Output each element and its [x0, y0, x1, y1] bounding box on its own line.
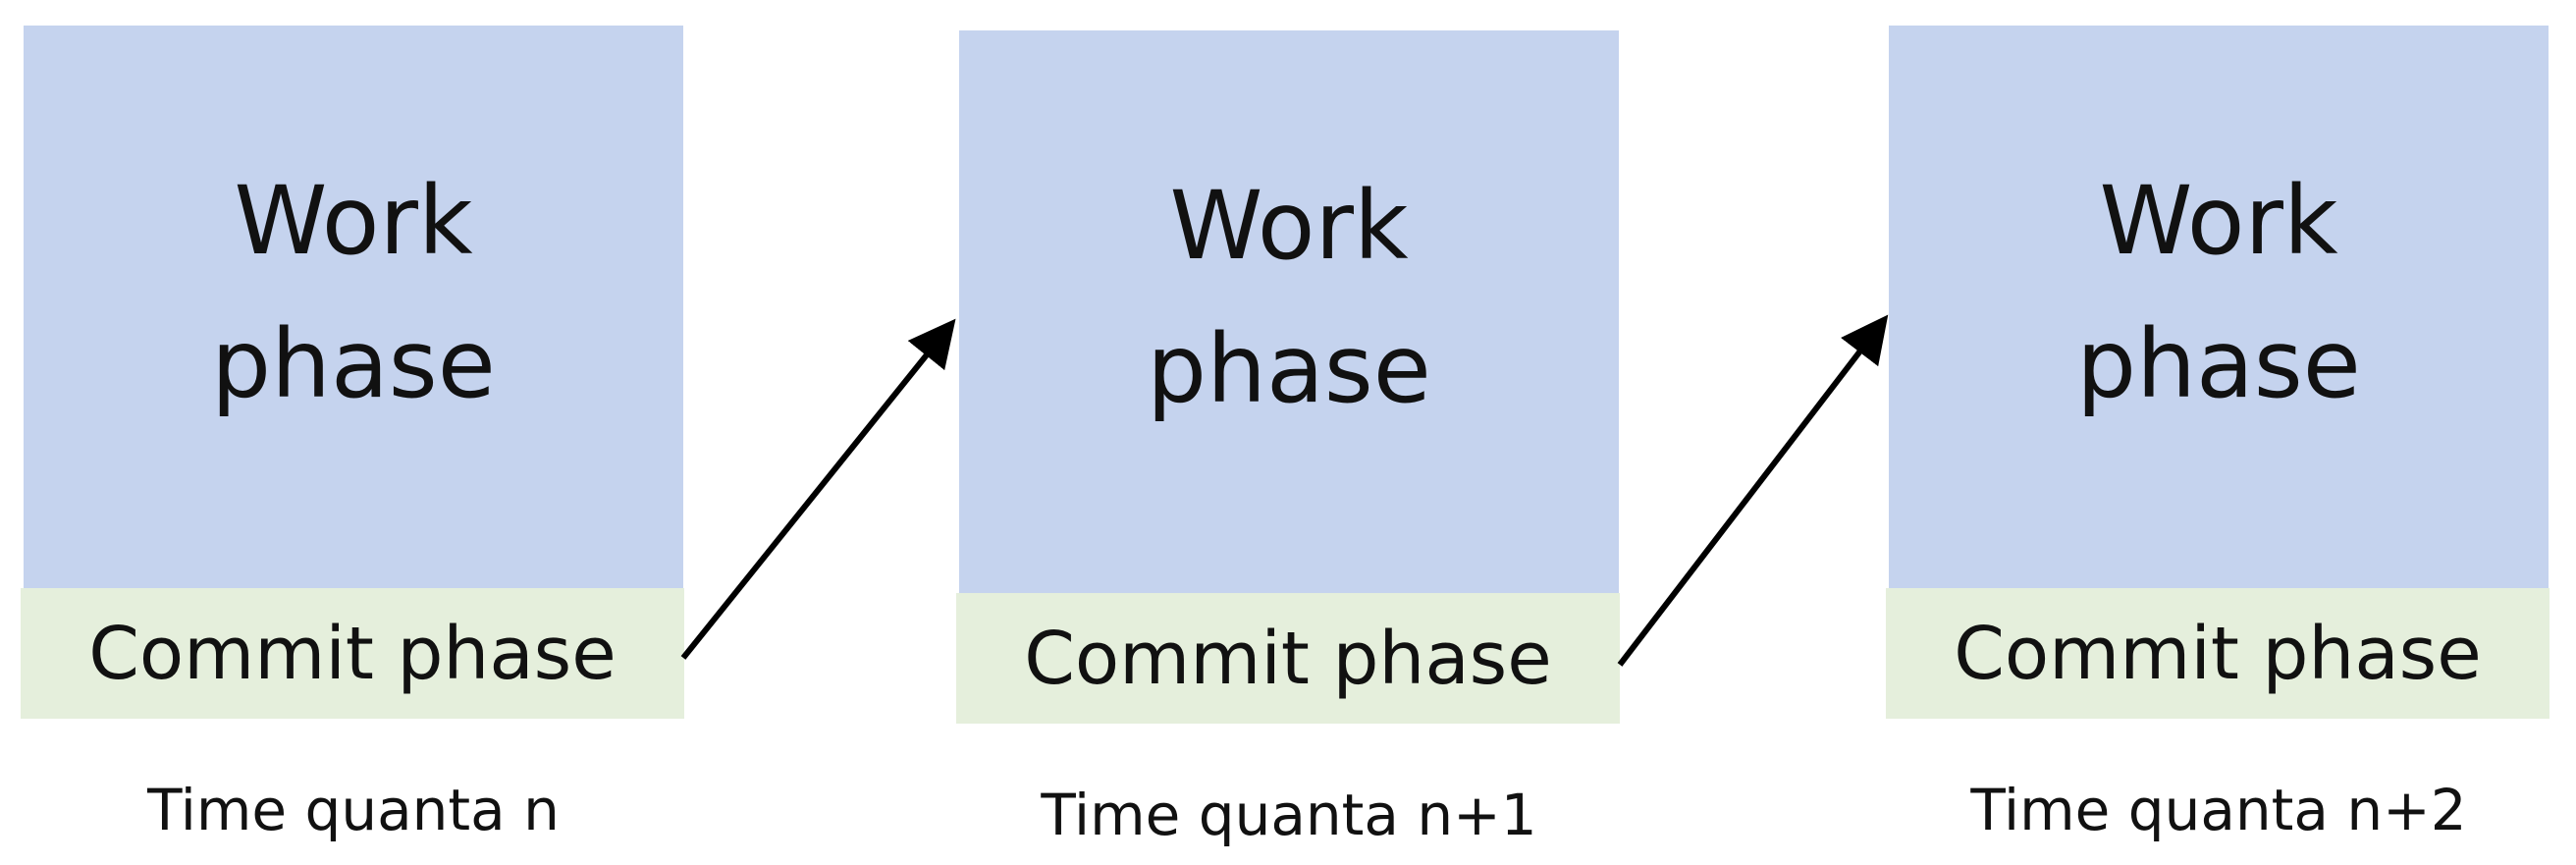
transition-arrow-2: [1617, 314, 1889, 667]
work-phase-line2: phase: [211, 308, 496, 419]
commit-phase-box: Commit phase: [21, 588, 684, 719]
work-phase-line1: Work: [2099, 165, 2338, 276]
commit-phase-label: Commit phase: [1024, 616, 1552, 701]
work-phase-box: Work phase: [24, 26, 683, 588]
commit-phase-box: Commit phase: [956, 593, 1620, 724]
time-quanta-label: Time quanta n: [147, 777, 560, 843]
work-phase-label: Work phase: [2076, 149, 2361, 436]
work-phase-box: Work phase: [959, 30, 1619, 593]
work-phase-label: Work phase: [211, 149, 496, 436]
commit-phase-box: Commit phase: [1886, 588, 2549, 719]
work-phase-line2: phase: [2076, 308, 2361, 419]
work-phase-label: Work phase: [1147, 154, 1431, 441]
work-phase-box: Work phase: [1889, 26, 2549, 588]
transition-arrow-1: [680, 318, 956, 660]
time-quanta-label: Time quanta n+1: [1041, 782, 1537, 848]
work-phase-line2: phase: [1147, 313, 1431, 424]
work-phase-line1: Work: [1169, 170, 1409, 281]
work-phase-line1: Work: [234, 165, 473, 276]
commit-phase-label: Commit phase: [88, 611, 617, 696]
commit-phase-label: Commit phase: [1954, 611, 2482, 696]
time-quanta-label: Time quanta n+2: [1970, 777, 2467, 843]
